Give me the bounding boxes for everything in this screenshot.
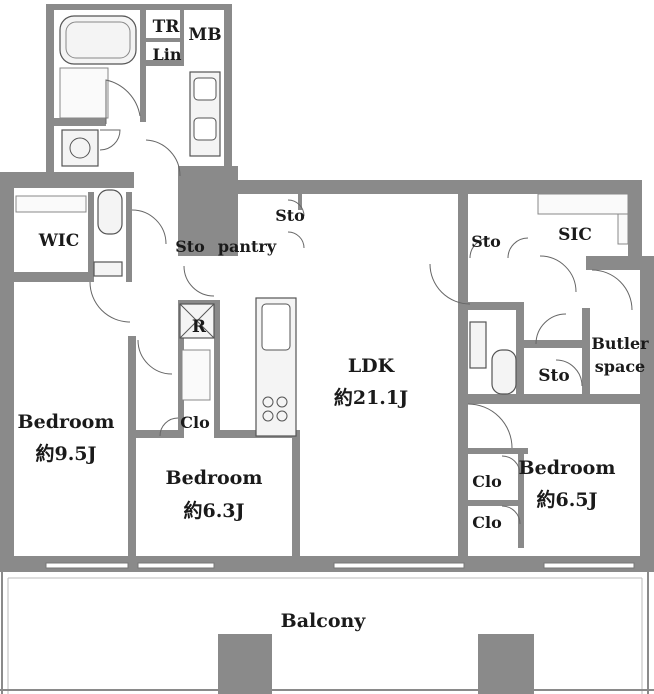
- label-bed1-area: 約9.5J: [35, 442, 96, 465]
- sic-shelf: [537, 193, 629, 215]
- doors: [89, 79, 633, 525]
- label-clo-right1: Clo: [472, 472, 502, 491]
- label-wic: WIC: [38, 231, 80, 251]
- label-lin: Lin: [153, 45, 182, 64]
- label-sto-right: Sto: [471, 232, 501, 251]
- label-bed2: Bedroom: [166, 467, 263, 489]
- label-sto-hall: Sto: [175, 237, 205, 256]
- label-r: R: [192, 317, 207, 337]
- sink-small: [93, 261, 123, 277]
- sink-2: [193, 117, 217, 141]
- label-sic: SIC: [558, 225, 592, 245]
- shelf-unit: [181, 349, 211, 401]
- label-pantry: pantry: [218, 237, 277, 256]
- balcony-pillar-left: [218, 634, 272, 694]
- label-clo-mid: Clo: [180, 413, 210, 432]
- label-bed3: Bedroom: [519, 457, 616, 479]
- sink-1: [193, 77, 217, 101]
- toilet-right: [491, 349, 517, 395]
- label-ldk-area: 約21.1J: [334, 386, 408, 409]
- fixtures: [15, 15, 629, 437]
- label-clo-right2: Clo: [472, 513, 502, 532]
- label-balcony: Balcony: [281, 610, 367, 632]
- label-bed2-area: 約6.3J: [183, 499, 244, 522]
- washing-machine: [61, 129, 99, 167]
- label-bed3-area: 約6.5J: [536, 488, 597, 511]
- windows: [45, 562, 635, 569]
- label-bed1: Bedroom: [18, 411, 115, 433]
- room-labels: TR MB Lin WIC Sto pantry Sto Sto SIC But…: [18, 17, 650, 632]
- shower-area: [59, 67, 109, 119]
- washbasin-right: [469, 321, 487, 369]
- label-tr: TR: [153, 17, 181, 37]
- label-sto-right2: Sto: [538, 366, 569, 386]
- toilet-left: [97, 189, 123, 235]
- label-mb: MB: [188, 25, 221, 45]
- wic-shelf: [15, 195, 87, 213]
- label-butler-1: Butler: [591, 334, 649, 353]
- label-butler-2: space: [595, 357, 645, 376]
- label-ldk: LDK: [348, 355, 396, 377]
- walls: [0, 4, 654, 572]
- balcony-area: [0, 572, 654, 694]
- balcony-pillar-right: [478, 634, 534, 694]
- bathtub: [59, 15, 137, 65]
- label-sto-entry: Sto: [275, 206, 305, 225]
